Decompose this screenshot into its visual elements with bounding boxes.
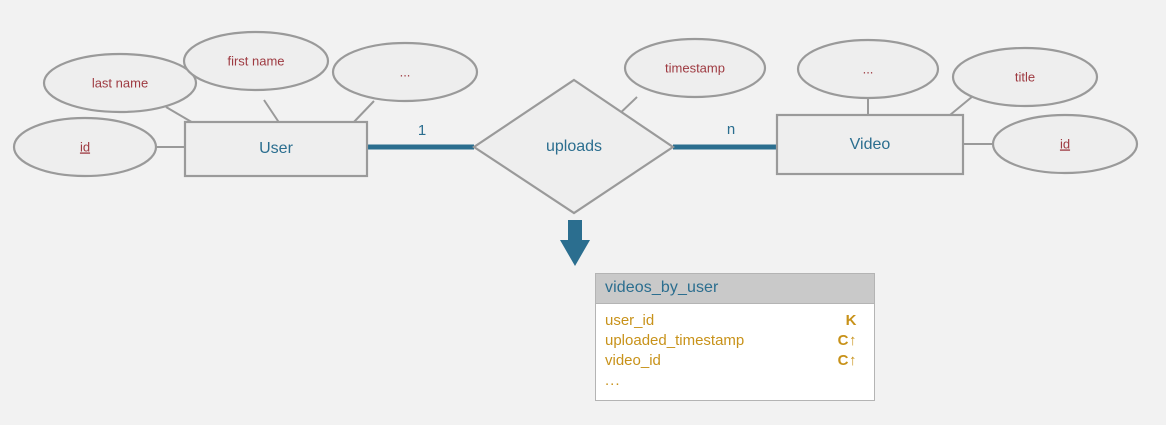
attribute-label: last name (92, 75, 148, 90)
column-name: user_id (605, 312, 655, 329)
column-marker: C↑ (837, 351, 857, 369)
attribute-label-key: id (1060, 136, 1070, 151)
attribute-ellipse (991, 113, 1139, 175)
table-more-indicator: ... (605, 371, 621, 389)
attribute-ellipse (42, 52, 198, 114)
table-row: uploaded_timestamp C↑ (605, 331, 865, 351)
attribute-user-id[interactable]: id (12, 116, 158, 178)
entity-box (183, 120, 369, 178)
table-title: videos_by_user (596, 274, 874, 304)
attribute-label: timestamp (665, 60, 725, 75)
column-name: uploaded_timestamp (605, 331, 745, 349)
attribute-label: ... (863, 61, 874, 76)
derivation-arrow (560, 220, 590, 266)
column-marker: K (845, 312, 857, 329)
link-video-title (949, 95, 974, 116)
cassandra-table[interactable]: videos_by_user user_id K uploaded_timest… (595, 273, 875, 401)
cardinality-right: n (727, 121, 735, 138)
user-attributes: last name first name ... id (12, 30, 479, 178)
attribute-timestamp[interactable]: timestamp (623, 37, 767, 99)
entity-user[interactable]: User (183, 120, 369, 178)
table-row: video_id C↑ (605, 351, 865, 371)
attribute-label: title (1015, 69, 1035, 84)
video-attributes: ... title id (796, 38, 1139, 175)
attribute-title[interactable]: title (951, 46, 1099, 108)
entity-video[interactable]: Video (775, 113, 965, 176)
link-user-more (351, 100, 375, 125)
attribute-ellipse (182, 30, 330, 92)
link-user-firstname (263, 99, 281, 125)
attribute-label: first name (227, 53, 284, 68)
relationship-label: uploads (546, 138, 602, 155)
relationship-diamond (472, 78, 675, 215)
attribute-connectors (155, 95, 993, 148)
column-marker: C↑ (837, 331, 857, 349)
attribute-video-more[interactable]: ... (796, 38, 940, 100)
attribute-label: ... (400, 64, 411, 79)
attribute-ellipse (331, 41, 479, 103)
entity-label: User (259, 140, 293, 157)
attribute-last-name[interactable]: last name (42, 52, 198, 114)
attribute-ellipse (623, 37, 767, 99)
attribute-ellipse (12, 116, 158, 178)
relationship-uploads[interactable]: uploads (472, 78, 675, 215)
table-body: user_id K uploaded_timestamp C↑ video_id… (596, 304, 874, 400)
column-name: video_id (605, 351, 661, 369)
attribute-first-name[interactable]: first name (182, 30, 330, 92)
entity-label: Video (850, 136, 891, 153)
attribute-label-key: id (80, 139, 90, 154)
attribute-video-id[interactable]: id (991, 113, 1139, 175)
down-arrow-icon (560, 220, 590, 266)
attribute-ellipse (796, 38, 940, 100)
attribute-ellipse (951, 46, 1099, 108)
attribute-user-more[interactable]: ... (331, 41, 479, 103)
entity-box (775, 113, 965, 176)
table-row: user_id K (605, 311, 865, 331)
cardinality-left: 1 (418, 122, 426, 139)
